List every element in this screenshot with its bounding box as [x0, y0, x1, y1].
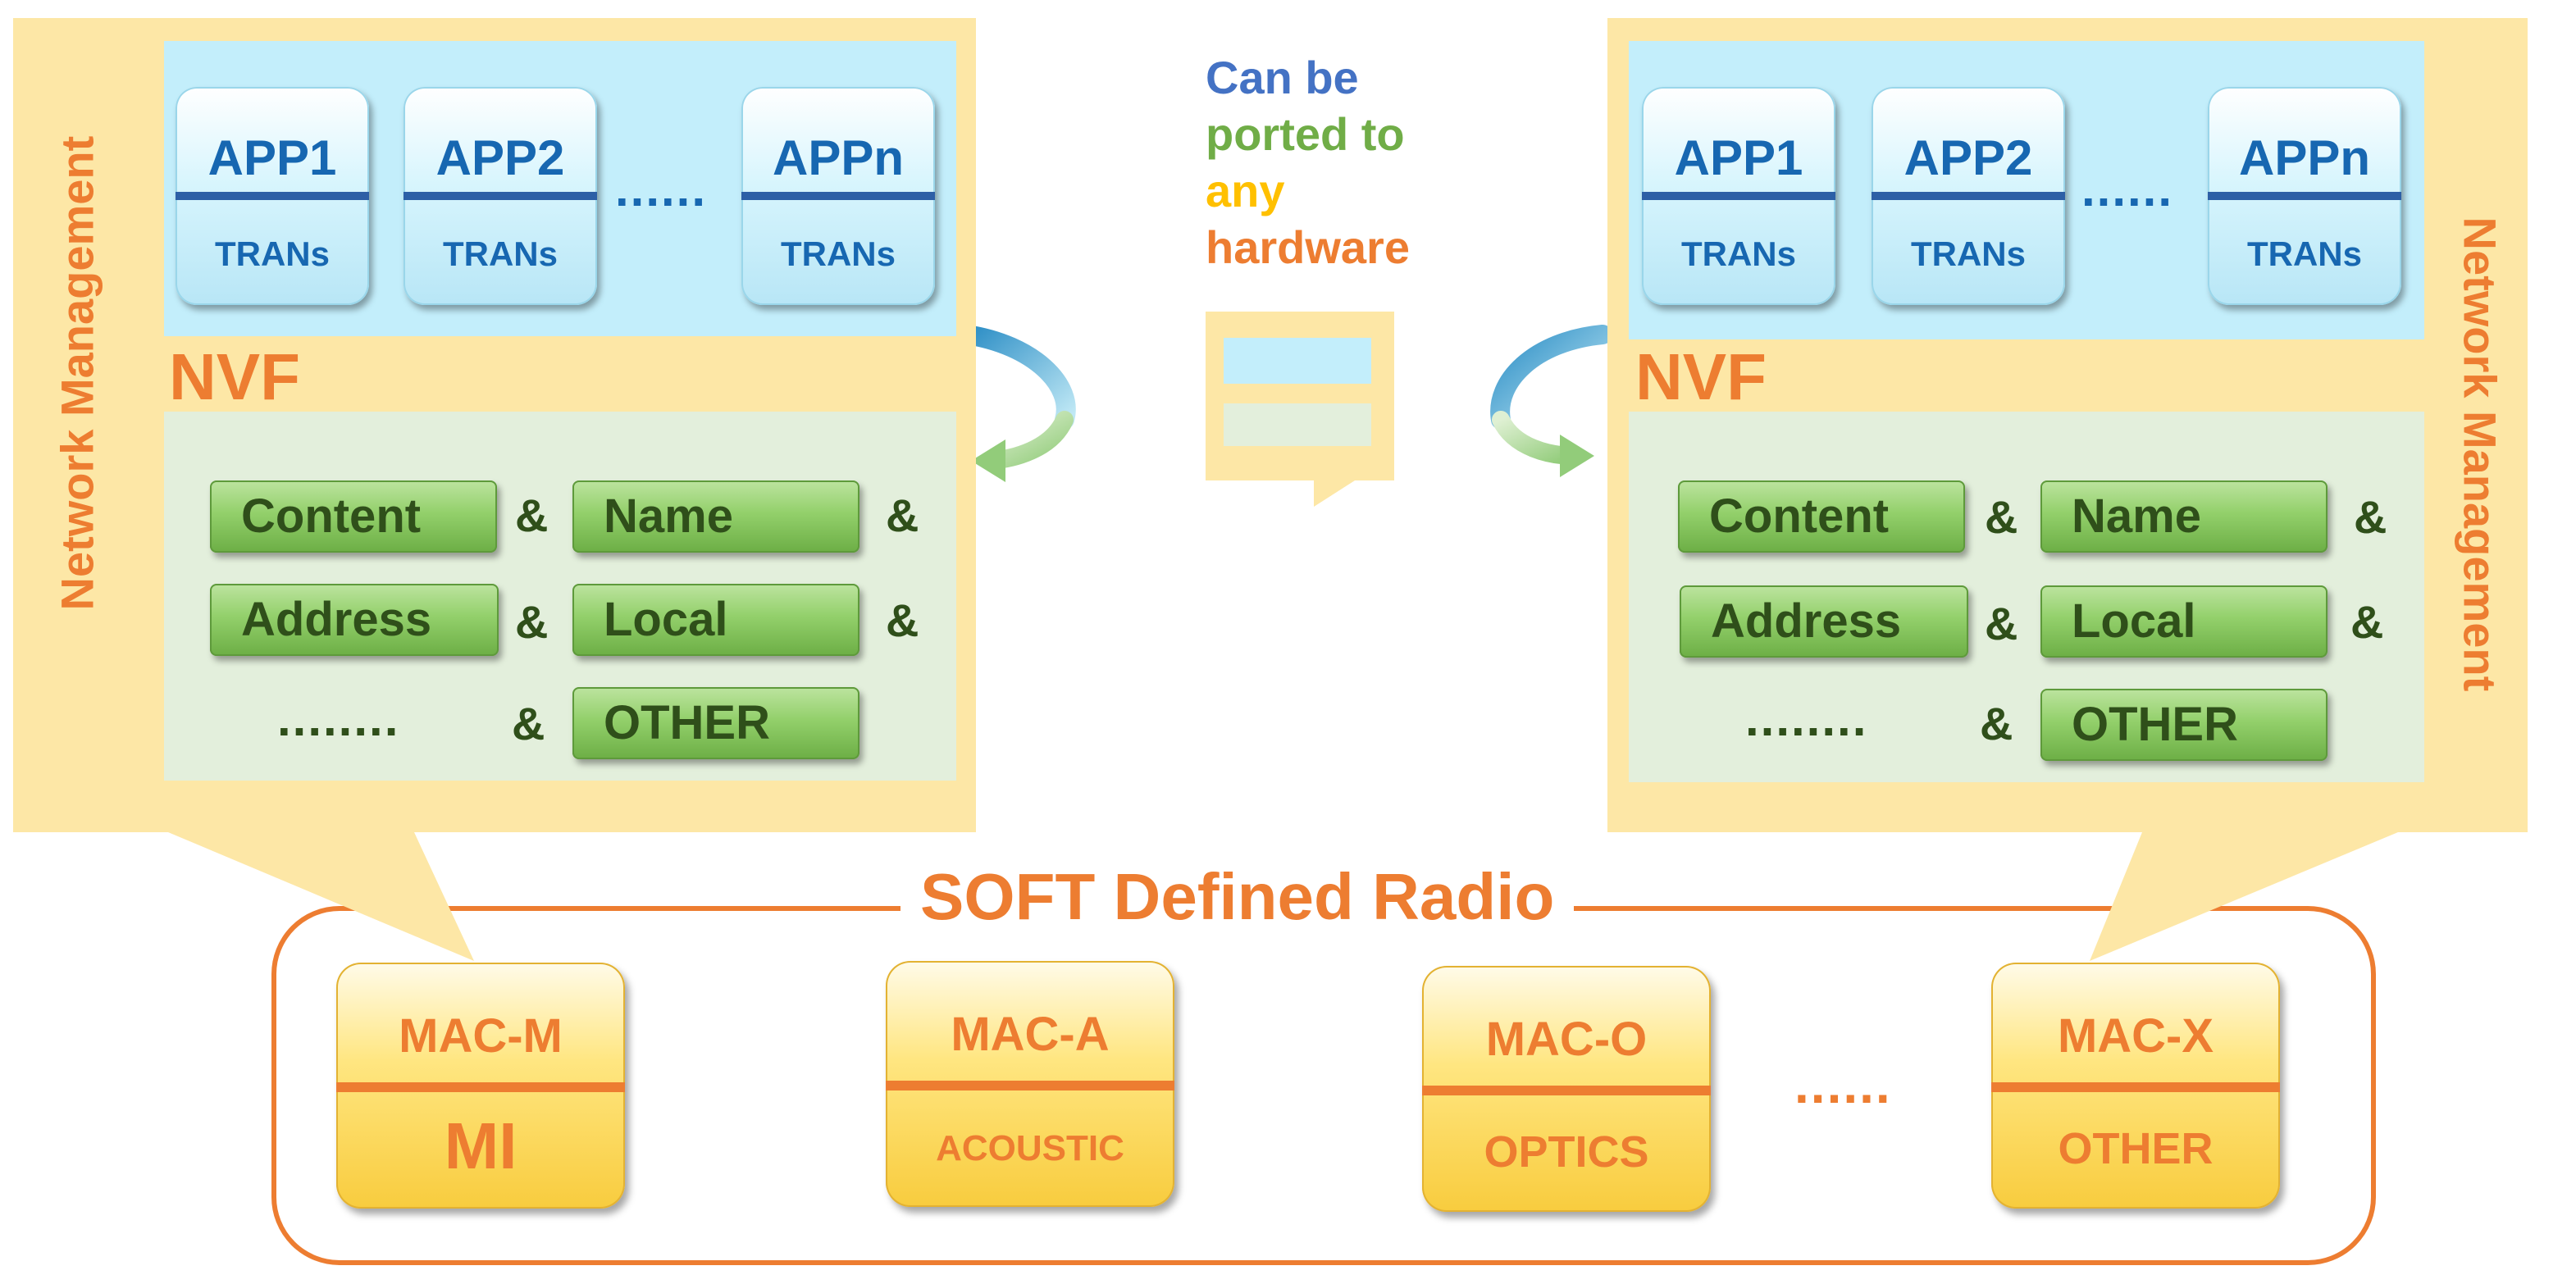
- right-amp: &: [1980, 698, 2013, 749]
- left-name-button[interactable]: Name: [572, 480, 859, 553]
- caption-line-1: Can be: [1206, 52, 1359, 103]
- medium-label: OPTICS: [1484, 1127, 1649, 1177]
- transport-label: TRANs: [442, 234, 558, 273]
- sdr-title: SOFT Defined Radio: [900, 859, 1575, 935]
- right-app-stack-1[interactable]: APP1 TRANs: [1642, 87, 1835, 305]
- app-label: APP2: [1904, 130, 2033, 185]
- left-function-ellipsis: ........: [277, 691, 400, 746]
- left-amp: &: [512, 698, 545, 749]
- left-curl-arrow-top: [956, 325, 1076, 430]
- right-function-ellipsis: ........: [1745, 691, 1868, 746]
- mac-block-a[interactable]: MAC-A ACOUSTIC: [886, 961, 1174, 1207]
- transport-label: TRANs: [780, 234, 896, 273]
- left-local-button[interactable]: Local: [572, 584, 859, 656]
- left-curl-arrowhead: [971, 439, 1005, 482]
- mac-label: MAC-A: [951, 1008, 1110, 1061]
- transport-label: TRANs: [2246, 234, 2362, 273]
- mac-label: MAC-O: [1485, 1013, 1648, 1066]
- mac-label: MAC-M: [399, 1009, 563, 1063]
- caption-line-4: hardware: [1206, 221, 1410, 273]
- medium-label: MI: [444, 1109, 517, 1182]
- left-callout-tail: [168, 832, 474, 961]
- transport-label: TRANs: [1680, 234, 1796, 273]
- medium-label: ACOUSTIC: [936, 1128, 1124, 1168]
- right-local-button[interactable]: Local: [2040, 585, 2328, 658]
- right-curl-arrowhead: [1560, 435, 1594, 477]
- left-app-stack-2[interactable]: APP2 TRANs: [403, 87, 597, 305]
- right-nvf-label: NVF: [1635, 340, 1767, 413]
- mini-node-icon: [1206, 312, 1394, 507]
- app-label: APPn: [772, 130, 905, 185]
- left-app-stack-1[interactable]: APP1 TRANs: [176, 87, 369, 305]
- mac-block-o[interactable]: MAC-O OPTICS: [1422, 966, 1711, 1212]
- right-address-button[interactable]: Address: [1680, 585, 1968, 658]
- transport-label: TRANs: [1910, 234, 2026, 273]
- left-amp: &: [886, 594, 919, 646]
- right-amp: &: [1985, 491, 2018, 543]
- mac-label: MAC-X: [2057, 1009, 2214, 1063]
- right-name-button[interactable]: Name: [2040, 480, 2328, 553]
- left-amp: &: [515, 596, 549, 648]
- caption-line-2: ported to: [1206, 108, 1405, 160]
- right-callout-tail: [2090, 832, 2398, 961]
- right-amp: &: [2354, 491, 2387, 543]
- app-label: APP1: [207, 130, 337, 185]
- right-app-ellipsis: ......: [2081, 162, 2174, 216]
- mac-block-x[interactable]: MAC-X OTHER: [1991, 963, 2280, 1209]
- caption-line-3: any: [1206, 165, 1285, 216]
- right-app-stack-n[interactable]: APPn TRANs: [2208, 87, 2401, 305]
- left-address-button[interactable]: Address: [210, 584, 499, 656]
- left-content-button[interactable]: Content: [210, 480, 497, 553]
- left-network-management-label: Network Management: [51, 135, 103, 611]
- app-label: APP2: [435, 130, 565, 185]
- right-amp: &: [2350, 596, 2384, 648]
- left-amp: &: [515, 489, 549, 541]
- mac-ellipsis: ......: [1794, 1055, 1892, 1114]
- left-app-ellipsis: ......: [615, 162, 708, 216]
- right-app-stack-2[interactable]: APP2 TRANs: [1872, 87, 2065, 305]
- right-other-button[interactable]: OTHER: [2040, 689, 2328, 761]
- left-app-stack-n[interactable]: APPn TRANs: [741, 87, 935, 305]
- right-amp: &: [1985, 598, 2018, 649]
- mac-block-m[interactable]: MAC-M MI: [336, 963, 625, 1209]
- transport-label: TRANs: [214, 234, 330, 273]
- left-other-button[interactable]: OTHER: [572, 687, 859, 759]
- left-amp: &: [886, 489, 919, 541]
- right-content-button[interactable]: Content: [1678, 480, 1965, 553]
- right-network-management-label: Network Management: [2454, 216, 2506, 692]
- app-label: APP1: [1674, 130, 1803, 185]
- left-nvf-label: NVF: [169, 340, 300, 413]
- right-curl-arrow-top: [1490, 325, 1612, 430]
- medium-label: OTHER: [2058, 1124, 2214, 1173]
- app-label: APPn: [2238, 130, 2371, 185]
